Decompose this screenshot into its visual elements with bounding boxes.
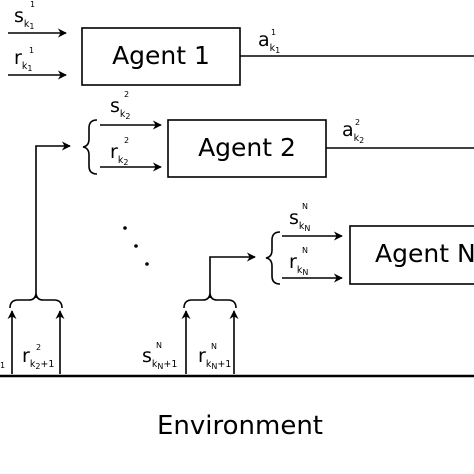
- agent-2-reward-label: rk2: [110, 141, 128, 167]
- agent-n-label: Agent N: [375, 239, 474, 268]
- agent-n-box: [349, 225, 474, 285]
- agent-2: Agent 2 sk2 2 rk2 2 ak2 2: [82, 90, 474, 178]
- agent-1-reward-sup: 1: [29, 46, 34, 55]
- feedback-group-n: skN+1 N rkN+1 N: [142, 293, 239, 374]
- agent-1-action-label: ak1: [258, 29, 280, 55]
- agent-2-feedback-line: [35, 141, 71, 298]
- environment-label: Environment: [157, 411, 323, 441]
- feedback-1-reward-label: rk2+1: [22, 345, 54, 371]
- agent-2-state-sup: 2: [124, 90, 129, 99]
- agent-2-action-sup: 2: [355, 118, 360, 127]
- agent-2-action-label: ak2: [342, 119, 364, 145]
- feedback-n-brace: [183, 293, 237, 309]
- agent-n-feedback-line: [209, 252, 256, 298]
- agent-1-action-sup: 1: [271, 28, 276, 37]
- agent-n: Agent N skN N rkN N: [265, 202, 474, 285]
- agent-2-reward-sup: 2: [124, 136, 129, 145]
- agent-1: Agent 1 sk1 1 rk1 1 ak1 1: [8, 0, 474, 86]
- agent-1-label: Agent 1: [112, 41, 210, 70]
- agent-n-state-label: skN: [289, 207, 310, 233]
- agent-n-reward-sup: N: [302, 246, 308, 255]
- feedback-n-state-label: skN+1: [142, 345, 177, 371]
- feedback-group-1: 1 rk2+1 2: [0, 293, 65, 374]
- ellipsis-dot: [123, 226, 127, 230]
- ellipsis: [123, 226, 149, 266]
- agent-1-reward-label: rk1: [14, 47, 32, 73]
- agent-2-label: Agent 2: [198, 133, 296, 162]
- feedback-1-state-fragment: 1: [0, 361, 5, 370]
- agent-1-box: [81, 27, 241, 86]
- feedback-1-brace: [9, 293, 63, 309]
- feedback-1-reward-sup: 2: [36, 343, 41, 352]
- feedback-n-state-sup: N: [156, 341, 162, 350]
- feedback-n-reward-sup: N: [211, 342, 217, 351]
- agent-2-input-brace: [82, 119, 98, 175]
- agent-2-box: [167, 119, 327, 178]
- agent-n-state-sup: N: [302, 202, 308, 211]
- agent-2-state-label: sk2: [110, 95, 131, 121]
- feedback-n-reward-label: rkN+1: [198, 345, 231, 371]
- agent-n-input-brace: [265, 231, 281, 285]
- agent-1-state-sup: 1: [30, 0, 35, 9]
- ellipsis-dot: [145, 262, 149, 266]
- agent-1-state-label: sk1: [14, 5, 35, 31]
- ellipsis-dot: [134, 244, 138, 248]
- agent-n-reward-label: rkN: [289, 251, 308, 277]
